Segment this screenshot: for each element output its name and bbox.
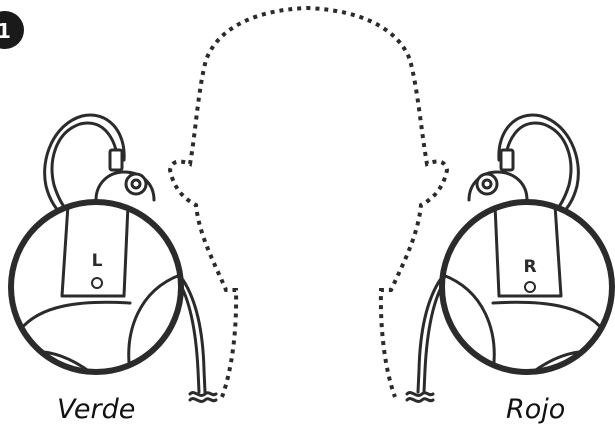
- left-housing-vent: [124, 172, 148, 196]
- left-ear-hook: [50, 121, 120, 216]
- step-marker: 1: [0, 11, 24, 49]
- head-outline-dotted: [167, 5, 450, 398]
- right-side-letter: R: [523, 257, 536, 277]
- right-side-indicator-dot: [524, 281, 536, 293]
- right-ear-hook: [503, 121, 573, 216]
- left-side-letter: L: [92, 251, 103, 271]
- step-number: 1: [0, 19, 11, 43]
- left-earphone-caption: Verde: [57, 394, 136, 425]
- right-magnifier: R: [439, 199, 615, 375]
- left-side-indicator-dot: [91, 277, 103, 289]
- left-magnifier: L: [8, 199, 184, 375]
- right-earphone-caption: Rojo: [506, 394, 566, 425]
- right-housing-vent: [475, 172, 499, 196]
- right-earphone: [405, 113, 580, 403]
